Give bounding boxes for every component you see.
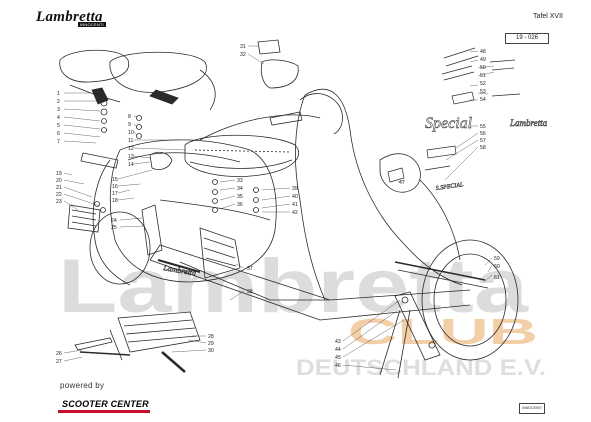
callout-37: 37 — [247, 266, 253, 272]
callout-10: 10 — [128, 130, 134, 136]
brand-wordmark: Lambretta — [36, 9, 103, 25]
callout-42: 42 — [292, 210, 298, 216]
scooter-body — [89, 88, 519, 361]
callout-59: 59 — [494, 256, 500, 262]
callout-2: 2 — [57, 99, 60, 105]
callout-1: 1 — [57, 91, 60, 97]
callout-55: 55 — [480, 124, 486, 130]
callout-14: 14 — [128, 162, 134, 168]
badge-text-1: Special — [425, 115, 473, 132]
callout-13: 13 — [128, 154, 134, 160]
callout-61: 61 — [494, 275, 500, 281]
sponsor-logo: SCOOTER CENTER — [62, 399, 149, 409]
callout-4: 4 — [57, 115, 60, 121]
callout-43: 43 — [335, 339, 341, 345]
leader-lines — [63, 45, 495, 371]
callout-12: 12 — [128, 146, 134, 152]
callout-38: 38 — [247, 289, 253, 295]
callout-numbers: 1234567891011121314151617181920212223242… — [56, 44, 500, 369]
callout-11: 11 — [128, 138, 133, 144]
callout-45: 45 — [335, 355, 341, 361]
powered-by-label: powered by — [60, 381, 105, 390]
callout-25: 25 — [111, 225, 117, 231]
callout-18: 18 — [112, 198, 118, 204]
callout-51: 51 — [480, 73, 486, 79]
callout-54: 54 — [480, 97, 486, 103]
callout-29: 29 — [208, 341, 214, 347]
callout-19: 19 — [56, 171, 62, 177]
brand-sub: INNOCENTI — [78, 22, 106, 27]
callout-16: 16 — [112, 184, 118, 190]
tool-kit — [74, 311, 201, 373]
callout-6: 6 — [57, 131, 60, 137]
hardware-center — [212, 179, 259, 213]
callout-33: 33 — [237, 178, 243, 184]
watermark-club: CLUB — [348, 311, 538, 352]
callout-39: 39 — [292, 186, 298, 192]
callout-60: 60 — [494, 264, 500, 270]
callout-17: 17 — [112, 191, 118, 197]
callout-48: 48 — [480, 49, 486, 55]
badge-text-2: Lambretta — [509, 118, 548, 128]
plate-holder — [257, 39, 299, 89]
callout-26: 26 — [56, 351, 62, 357]
centre-stand — [379, 291, 441, 379]
callout-41: 41 — [292, 202, 298, 208]
maker-badge: INNOCENTI — [519, 403, 545, 414]
hardware-left — [67, 99, 173, 233]
badge-text-4: S.SPECIAL — [435, 182, 464, 192]
callout-15: 15 — [112, 177, 118, 183]
watermark-club-line: DEUTSCHLAND E.V. — [296, 355, 546, 380]
callout-21: 21 — [56, 185, 62, 191]
reference-code: 19 - 026 — [505, 33, 549, 44]
side-trims — [141, 204, 241, 279]
callout-46: 46 — [335, 363, 341, 369]
sponsor-strip — [58, 410, 150, 413]
callout-56: 56 — [480, 131, 486, 137]
callout-30: 30 — [208, 348, 214, 354]
single-seat — [184, 134, 300, 177]
callout-22: 22 — [56, 192, 62, 198]
callout-40: 40 — [292, 194, 298, 200]
brand-logo: Lambretta INNOCENTI — [36, 8, 112, 28]
watermark: Lambretta CLUB DEUTSCHLAND E.V. — [58, 244, 546, 380]
callout-27: 27 — [56, 359, 62, 365]
callout-28: 28 — [208, 334, 214, 340]
callout-5: 5 — [57, 123, 60, 129]
callout-50: 50 — [480, 65, 486, 71]
callout-20: 20 — [56, 178, 62, 184]
callout-49: 49 — [480, 57, 486, 63]
callout-44: 44 — [335, 347, 341, 353]
callout-24: 24 — [111, 218, 117, 224]
callout-58: 58 — [480, 145, 486, 151]
callout-3: 3 — [57, 107, 60, 113]
callout-9: 9 — [128, 122, 131, 128]
callout-8: 8 — [128, 114, 131, 120]
callout-36: 36 — [237, 202, 243, 208]
callout-31: 31 — [240, 44, 246, 50]
watermark-lambretta: Lambretta — [58, 244, 529, 329]
callout-32: 32 — [240, 52, 246, 58]
callout-23: 23 — [56, 199, 62, 205]
plate-title: Tafel XVII — [533, 13, 563, 20]
callout-7: 7 — [57, 139, 60, 145]
callout-47: 47 — [399, 180, 405, 186]
callout-53: 53 — [480, 89, 486, 95]
callout-57: 57 — [480, 138, 486, 144]
callout-35: 35 — [237, 194, 243, 200]
callout-52: 52 — [480, 81, 486, 87]
callout-34: 34 — [237, 186, 243, 192]
